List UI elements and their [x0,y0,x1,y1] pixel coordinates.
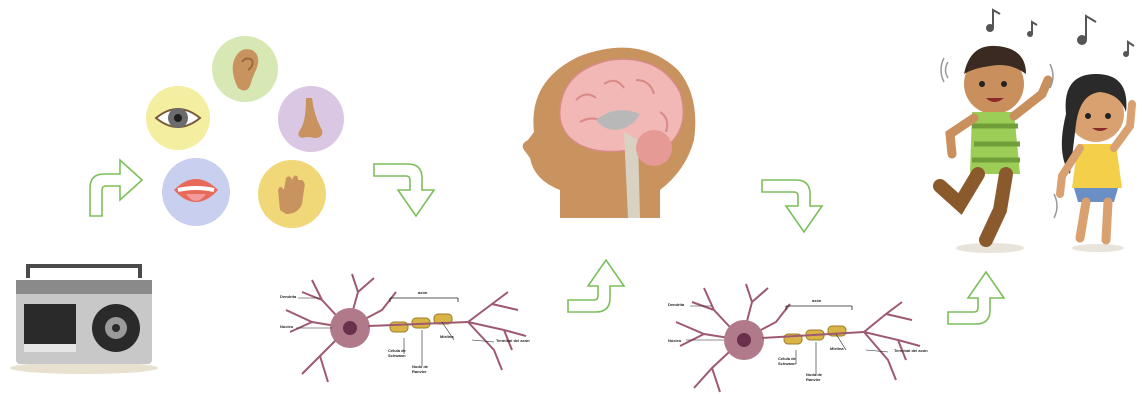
neuron1-label-axon: axón [418,290,427,295]
neuron2-label-ranvier: Nodo de Ranvier [806,372,828,382]
ear-icon [212,36,278,102]
arrow-curve-up-2 [566,258,632,316]
neuron1-label-nucleus: Núcleo [280,324,293,329]
neuron1-label-schwann: Célula de Schwann [388,348,414,358]
neuron1-label-myelin: Mielina [440,334,454,339]
dancing-kids-icon [930,4,1144,254]
arrow-curve-down-2 [760,176,826,234]
neuron1-label-ranvier: Nodo de Ranvier [412,364,434,374]
neuron2-label-nucleus: Núcleo [668,338,681,343]
boombox-icon [8,258,160,376]
neuron2-label-schwann: Célula de Schwann [778,356,804,366]
neuron-diagram-2 [660,280,928,394]
neuron2-label-dendrites: Dendrita [668,302,684,307]
neuron1-label-dendrites: Dendrita [280,294,296,299]
mouth-icon [162,158,230,226]
neuron2-label-axon: axón [812,298,821,303]
arrow-curve-up-1 [86,156,146,218]
neuron2-label-terminal: Terminal del axón [894,348,934,353]
brain-head-icon [520,40,700,220]
hand-icon [258,160,326,228]
neuron2-label-myelin: Mielina [830,346,844,351]
neuron-diagram-1 [272,270,540,390]
arrow-curve-down-1 [372,160,438,218]
arrow-curve-up-3 [946,270,1012,328]
nose-icon [278,86,344,152]
neuron1-label-terminal: Terminal del axón [496,338,536,343]
eye-icon [146,86,210,150]
